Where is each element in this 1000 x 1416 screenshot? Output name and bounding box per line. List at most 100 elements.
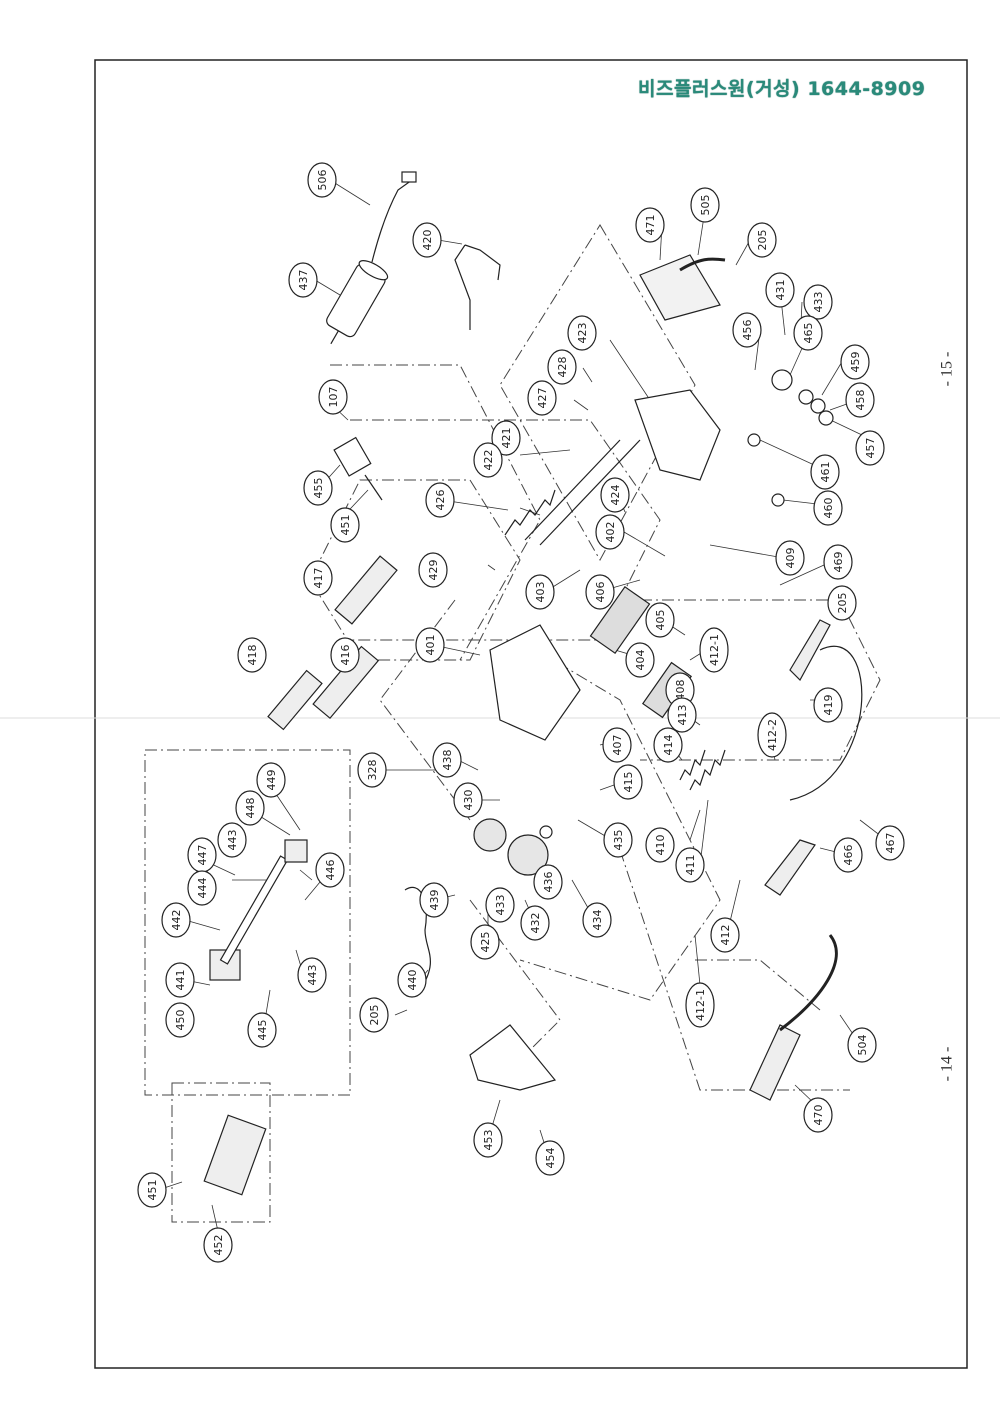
callout-401: 401 <box>415 627 445 663</box>
callout-bubble <box>419 882 449 918</box>
callout-label: 425 <box>479 932 492 953</box>
callout-449: 449 <box>256 762 286 798</box>
cover-419 <box>789 619 831 681</box>
spring-411 <box>689 749 726 791</box>
callout-label: 428 <box>556 357 569 378</box>
callout-bubble <box>600 477 630 513</box>
callout-bubble <box>667 697 697 733</box>
brand-watermark: 비즈플러스원(거성) 1644-8909 <box>638 78 926 100</box>
callout-label: 406 <box>594 582 607 603</box>
callout-457: 457 <box>855 430 885 466</box>
callout-label: 444 <box>196 878 209 899</box>
callout-412-1a: 412-1 <box>699 627 729 673</box>
callout-421: 421 <box>491 420 521 456</box>
callout-505: 505 <box>690 187 720 223</box>
callout-bubble <box>813 687 843 723</box>
callout-bubble <box>613 764 643 800</box>
callout-label: 451 <box>339 515 352 536</box>
callout-label: 447 <box>196 845 209 866</box>
callout-label: 458 <box>854 390 867 411</box>
callout-107: 107 <box>318 379 348 415</box>
callout-label: 412 <box>719 925 732 946</box>
callout-405: 405 <box>645 602 675 638</box>
cover-453 <box>469 1024 557 1091</box>
frame-423 <box>634 389 721 481</box>
callout-label: 470 <box>812 1105 825 1126</box>
callout-label: 417 <box>312 568 325 589</box>
callout-label: 107 <box>327 387 340 408</box>
callout-bubble <box>810 454 840 490</box>
callout-443a: 443 <box>217 822 247 858</box>
callout-458: 458 <box>845 382 875 418</box>
callout-bubble <box>425 482 455 518</box>
callout-bubble <box>303 560 333 596</box>
callout-label: 419 <box>822 695 835 716</box>
callout-label: 467 <box>884 833 897 854</box>
callout-423: 423 <box>567 315 597 351</box>
callout-label: 421 <box>500 428 513 449</box>
cable-504 <box>779 934 838 1032</box>
callout-label: 410 <box>654 835 667 856</box>
callout-434: 434 <box>582 902 612 938</box>
callout-bubble <box>432 742 462 778</box>
callout-433a: 433 <box>803 284 833 320</box>
callout-label: 401 <box>424 635 437 656</box>
callout-435: 435 <box>603 822 633 858</box>
callout-bubble <box>775 540 805 576</box>
callout-407: 407 <box>602 727 632 763</box>
callout-bubble <box>595 514 625 550</box>
callout-bubble <box>840 344 870 380</box>
callout-bubble <box>315 852 345 888</box>
callout-412-2: 412-2 <box>757 712 787 758</box>
callout-label: 505 <box>699 195 712 216</box>
callout-label: 426 <box>434 490 447 511</box>
callout-label: 456 <box>741 320 754 341</box>
callout-label: 431 <box>774 280 787 301</box>
callout-label: 450 <box>174 1010 187 1031</box>
callout-205c: 205 <box>359 997 389 1033</box>
callout-bubble <box>855 430 885 466</box>
callout-label: 414 <box>662 735 675 756</box>
callout-439: 439 <box>419 882 449 918</box>
spring-426 <box>504 489 556 536</box>
callout-413: 413 <box>667 697 697 733</box>
callout-bubble <box>685 982 715 1028</box>
callout-404: 404 <box>625 642 655 678</box>
callout-label: 429 <box>427 560 440 581</box>
callout-bubble <box>827 585 857 621</box>
callout-bubble <box>793 315 823 351</box>
callout-label: 427 <box>536 388 549 409</box>
callout-467: 467 <box>875 825 905 861</box>
callout-bubble <box>217 822 247 858</box>
housing-401 <box>489 624 581 741</box>
shaft-451 <box>364 474 383 501</box>
callout-455: 455 <box>303 470 333 506</box>
housing-448 <box>284 839 308 863</box>
callout-bubble <box>288 262 318 298</box>
callout-bubble <box>161 902 191 938</box>
callout-412a: 412 <box>710 917 740 953</box>
callout-450: 450 <box>165 1002 195 1038</box>
callout-label: 407 <box>611 735 624 756</box>
page-number-top: - 15 - <box>938 351 956 387</box>
callout-label: 408 <box>674 680 687 701</box>
callout-328: 328 <box>357 752 387 788</box>
callout-label: 415 <box>622 772 635 793</box>
callout-bubble <box>473 442 503 478</box>
callout-label: 432 <box>529 913 542 934</box>
callout-bubble <box>710 917 740 953</box>
callout-label: 436 <box>542 872 555 893</box>
callout-label: 405 <box>654 610 667 631</box>
callout-bubble <box>645 827 675 863</box>
callout-label: 413 <box>676 705 689 726</box>
callout-label: 205 <box>368 1005 381 1026</box>
callout-bubble <box>187 870 217 906</box>
callout-410: 410 <box>645 827 675 863</box>
rail-418 <box>267 669 323 731</box>
callout-bubble <box>823 544 853 580</box>
callout-label: 404 <box>634 650 647 671</box>
callout-440: 440 <box>397 962 427 998</box>
callout-504: 504 <box>847 1027 877 1063</box>
callout-bubble <box>318 379 348 415</box>
